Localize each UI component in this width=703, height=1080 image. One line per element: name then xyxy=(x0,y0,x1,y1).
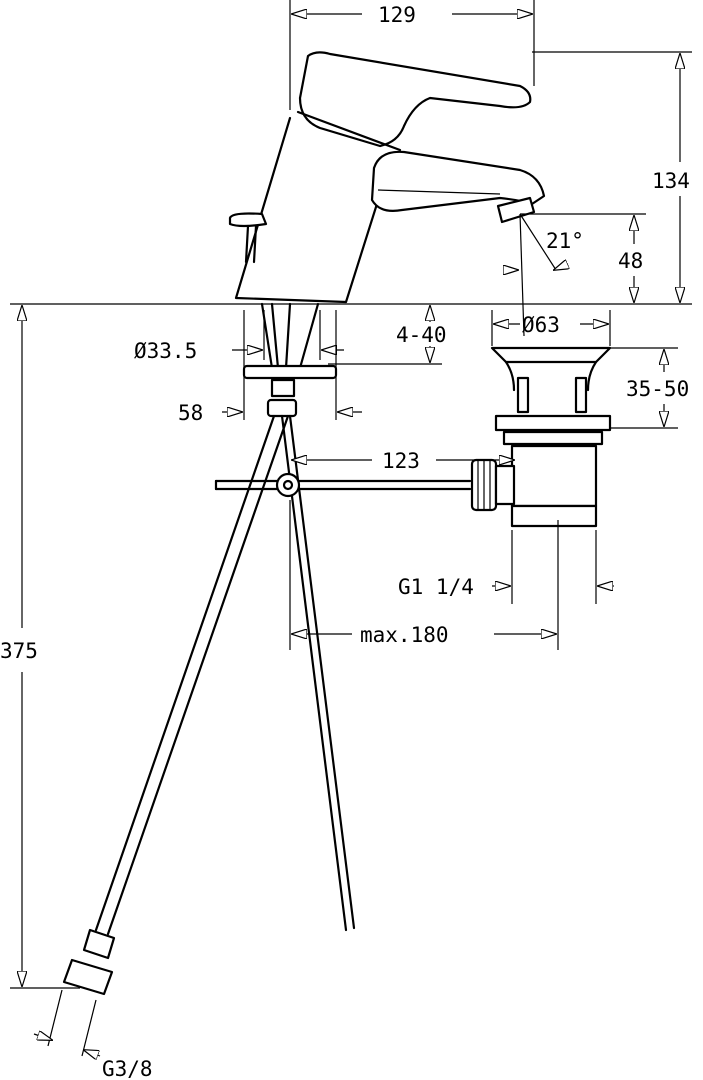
waste-valve xyxy=(470,346,612,528)
dim-waste-thread: G1 1/4 xyxy=(398,575,474,599)
dim-fixing-width: 58 xyxy=(178,401,203,425)
dim-pull-rod-distance: 123 xyxy=(382,449,420,473)
pull-rod xyxy=(214,472,472,498)
dim-hose-thread: G3/8 xyxy=(102,1057,153,1080)
dim-spout-height: 48 xyxy=(618,249,643,273)
dim-max-rod-length: max.180 xyxy=(360,623,449,647)
dim-hose-length: 375 xyxy=(0,639,38,663)
dim-spout-angle: 21° xyxy=(546,229,584,253)
dim-tap-height: 134 xyxy=(652,169,690,193)
dim-mount-hole-diameter: Ø33.5 xyxy=(134,339,197,363)
supply-hoses xyxy=(62,414,356,996)
dim-deck-thickness: 4-40 xyxy=(396,323,447,347)
dim-waste-diameter: Ø63 xyxy=(522,313,560,337)
dimension-lines xyxy=(10,0,692,1056)
dim-waste-height: 35-50 xyxy=(626,377,689,401)
faucet-body xyxy=(228,51,546,418)
dim-spout-reach: 129 xyxy=(378,3,416,27)
